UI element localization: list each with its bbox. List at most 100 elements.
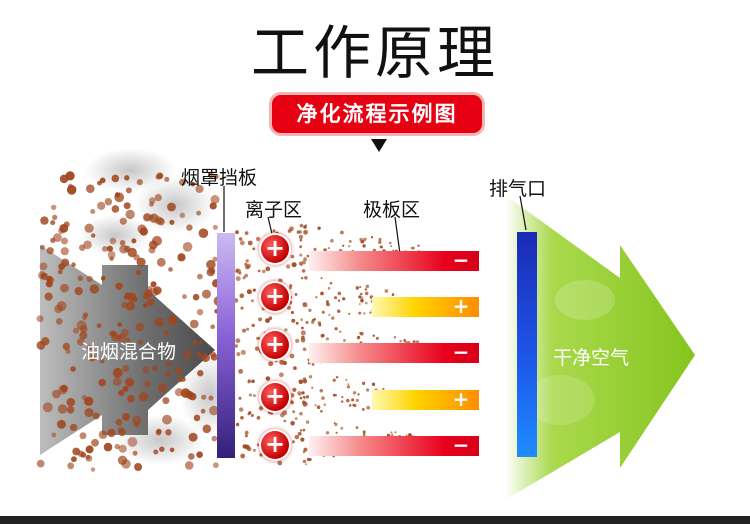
particle-dot	[185, 461, 194, 470]
particle-dot	[394, 336, 397, 339]
particle-dot	[306, 395, 309, 398]
particle-dot	[317, 405, 321, 409]
particle-dot	[245, 231, 249, 235]
particle-dot	[125, 378, 134, 387]
particle-dot	[186, 224, 192, 230]
negative-plate: −	[309, 251, 479, 271]
particle-dot	[245, 265, 250, 270]
particle-dot	[348, 245, 350, 247]
particle-dot	[253, 289, 256, 292]
particle-dot	[303, 303, 306, 306]
particle-dot	[266, 376, 271, 381]
particle-dot	[321, 396, 324, 399]
particle-dot	[302, 391, 305, 394]
particle-dot	[295, 293, 298, 296]
particle-dot	[119, 445, 127, 453]
particle-dot	[251, 414, 254, 417]
particle-dot	[112, 205, 120, 213]
particle-dot	[306, 420, 309, 423]
particle-dot	[359, 332, 361, 334]
particle-dot	[236, 352, 240, 356]
positive-plate: +	[372, 297, 479, 317]
particle-dot	[91, 439, 99, 447]
hood-label: 烟罩挡板	[181, 163, 257, 190]
particle-dot	[248, 380, 251, 383]
particle-dot	[300, 397, 303, 400]
particle-dot	[373, 335, 375, 337]
particle-dot	[235, 344, 238, 347]
particle-dot	[300, 438, 304, 442]
minus-sign: −	[451, 343, 471, 361]
particle-dot	[336, 376, 338, 378]
particle-dot	[57, 420, 66, 429]
particle-dot	[292, 262, 297, 267]
particle-dot	[353, 391, 356, 394]
particle-dot	[378, 241, 381, 244]
particle-dot	[136, 270, 141, 275]
particle-dot	[120, 218, 127, 225]
particle-dot	[293, 366, 297, 370]
particle-dot	[341, 400, 343, 402]
particle-dot	[259, 406, 264, 411]
particle-dot	[108, 251, 116, 259]
particle-dot	[239, 397, 242, 400]
particle-dot	[182, 294, 187, 299]
particle-dot	[351, 398, 354, 401]
particle-dot	[71, 456, 77, 462]
particle-dot	[181, 377, 186, 382]
particle-dot	[376, 337, 379, 340]
particle-dot	[341, 396, 343, 398]
particle-dot	[71, 262, 76, 267]
particle-dot	[240, 241, 245, 246]
particle-dot	[279, 372, 284, 377]
particle-dot	[262, 270, 266, 274]
particle-dot	[283, 420, 286, 423]
particle-dot	[246, 259, 249, 262]
particle-dot	[253, 394, 256, 397]
particle-dot	[127, 395, 135, 403]
particle-dot	[303, 396, 306, 399]
particle-dot	[258, 317, 262, 321]
ion-plus-icon: +	[261, 383, 289, 411]
particle-dot	[366, 406, 370, 410]
particle-dot	[338, 292, 342, 296]
particle-dot	[162, 397, 169, 404]
particle-dot	[253, 449, 256, 452]
particle-dot	[37, 460, 45, 468]
particle-dot	[290, 393, 294, 397]
particle-dot	[164, 331, 169, 336]
particle-dot	[213, 462, 219, 468]
particle-dot	[366, 285, 370, 289]
particle-dot	[143, 303, 148, 308]
particle-dot	[117, 322, 122, 327]
ion-plus-icon: +	[261, 235, 289, 263]
particle-dot	[301, 336, 305, 340]
particle-dot	[257, 443, 260, 446]
particle-dot	[47, 247, 54, 254]
particle-dot	[390, 245, 392, 247]
ion-zone-label: 离子区	[245, 195, 302, 222]
particle-dot	[298, 432, 302, 436]
particle-dot	[50, 238, 55, 243]
particle-dot	[389, 242, 391, 244]
particle-dot	[85, 224, 94, 233]
plus-sign: +	[451, 297, 471, 315]
particle-dot	[312, 319, 315, 322]
particle-dot	[87, 276, 93, 282]
particle-dot	[411, 247, 414, 250]
particle-dot	[164, 177, 169, 182]
particle-dot	[155, 318, 164, 327]
particle-dot	[155, 194, 162, 201]
particle-dot	[286, 264, 290, 268]
particle-dot	[72, 448, 80, 456]
bottom-divider	[0, 516, 750, 524]
particle-dot	[342, 245, 344, 247]
particle-dot	[300, 429, 302, 431]
particle-dot	[120, 240, 126, 246]
particle-dot	[181, 388, 191, 398]
particle-dot	[338, 300, 340, 302]
particle-dot	[61, 259, 69, 267]
particle-dot	[169, 220, 174, 225]
particle-dot	[110, 238, 117, 245]
particle-dot	[358, 312, 361, 315]
